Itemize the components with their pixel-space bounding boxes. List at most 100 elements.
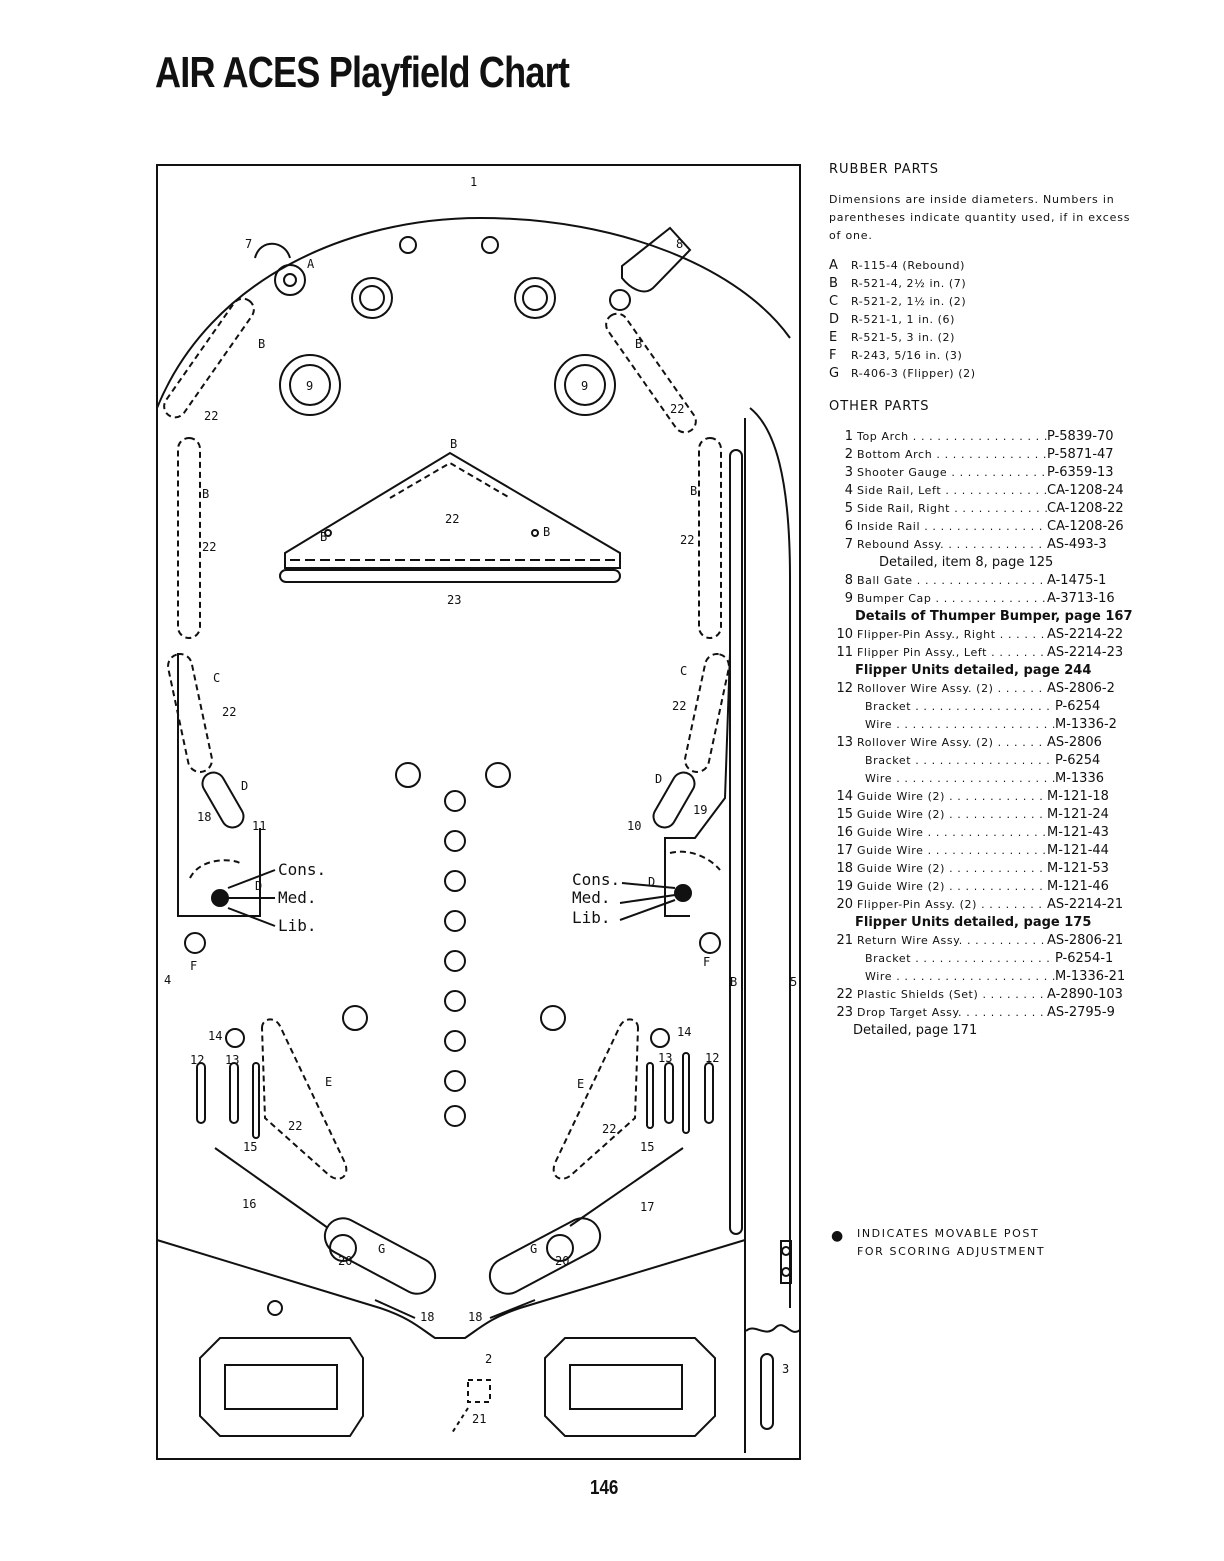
label-C: C — [680, 664, 687, 678]
part-name: Rollover Wire Assy. (2) — [857, 734, 1047, 752]
part-number: 14 — [836, 789, 853, 804]
label-20: 20 — [555, 1254, 569, 1268]
diagram-labels: 1 7 A 8 B B 9 9 22 22 B B B 22 B B 22 22… — [164, 175, 797, 1426]
part-number: 15 — [836, 807, 853, 822]
part-number: 3 — [844, 465, 853, 480]
part-code: M-1336 — [1055, 771, 1104, 786]
rubber-desc: R-406-3 (Flipper) (2) — [851, 367, 976, 380]
label-22: 22 — [222, 705, 236, 719]
lane-post-left — [225, 1028, 245, 1048]
label-20: 20 — [338, 1254, 352, 1268]
label-F: F — [190, 959, 197, 973]
label-17: 17 — [640, 1200, 654, 1214]
part-subrow: BracketP-6254 — [829, 752, 1169, 770]
gate-post — [781, 1246, 791, 1256]
part-number: 20 — [836, 897, 853, 912]
rebound-assy-inner — [283, 273, 297, 287]
part-code: A-3713-16 — [1047, 591, 1115, 606]
flipper-left — [323, 1217, 437, 1295]
drop-target-shield-dash — [389, 461, 511, 499]
part-name: Side Rail, Right — [857, 500, 1047, 518]
guide-wire-17 — [569, 1147, 684, 1227]
center-post — [444, 950, 466, 972]
label-2: 2 — [485, 1352, 492, 1366]
part-code: A-1475-1 — [1047, 573, 1107, 588]
left-adjust-post-arc — [189, 859, 241, 879]
cons-leader-left — [227, 869, 276, 889]
part-note: Flipper Units detailed, page 175 — [855, 915, 1092, 930]
part-name: Wire — [857, 968, 1055, 986]
part-number: 13 — [836, 735, 853, 750]
center-post — [444, 910, 466, 932]
rubber-parts-title: RUBBER PARTS — [829, 162, 939, 177]
rollover-12-left — [196, 1062, 206, 1124]
label-14: 14 — [677, 1025, 691, 1039]
part-code: M-121-53 — [1047, 861, 1109, 876]
lib-leader-left — [227, 907, 276, 927]
label-6: B — [730, 975, 737, 989]
label-12: 12 — [705, 1051, 719, 1065]
label-10: 10 — [627, 819, 641, 833]
triangle-post — [531, 529, 539, 537]
guide-wire-18-right — [489, 1299, 536, 1319]
ball-gate — [621, 226, 692, 293]
part-code: M-121-44 — [1047, 843, 1109, 858]
part-number: 1 — [844, 429, 853, 444]
part-code: AS-2806-2 — [1047, 681, 1115, 696]
rebound-bracket — [254, 242, 291, 259]
rollover-12-right — [704, 1062, 714, 1124]
part-code: M-121-43 — [1047, 825, 1109, 840]
slingshot-right — [552, 1018, 640, 1180]
part-number: 23 — [836, 1005, 853, 1020]
part-row: 13 Rollover Wire Assy. (2)AS-2806 — [829, 734, 1169, 752]
label-C: C — [213, 671, 220, 685]
part-name: Wire — [857, 716, 1055, 734]
label-16: 16 — [242, 1197, 256, 1211]
part-name: Guide Wire (2) — [857, 878, 1047, 896]
part-number: 18 — [836, 861, 853, 876]
label-15: 15 — [640, 1140, 654, 1154]
thumper-bumper-right-cap — [564, 364, 606, 406]
label-22: 22 — [680, 533, 694, 547]
ball-gate-post — [609, 289, 631, 311]
part-name: Wire — [857, 770, 1055, 788]
part-name: Return Wire Assy. — [857, 932, 1047, 950]
upper-right-lane — [605, 312, 697, 434]
label-22: 22 — [672, 699, 686, 713]
label-B: B — [202, 487, 209, 501]
label-E: E — [325, 1075, 332, 1089]
f-post-left — [184, 932, 206, 954]
label-9: 9 — [581, 379, 588, 393]
inlane-wire-right-2 — [646, 1062, 654, 1129]
center-post — [444, 990, 466, 1012]
part-number: 22 — [836, 987, 853, 1002]
center-post — [444, 1070, 466, 1092]
top-target-inner — [522, 285, 548, 311]
thumper-bumper-left-cap — [289, 364, 331, 406]
top-target — [514, 277, 556, 319]
part-name: Guide Wire — [857, 824, 1047, 842]
upper-left-lane — [163, 297, 255, 419]
lib-label-left: Lib. — [278, 916, 317, 935]
top-target-inner — [359, 285, 385, 311]
playfield-diagram: 1 7 A 8 B B 9 9 22 22 B B B 22 B B 22 22… — [156, 164, 801, 1460]
top-post — [399, 236, 417, 254]
cons-leader-right — [621, 882, 676, 889]
label-22: 22 — [202, 540, 216, 554]
label-3: 3 — [782, 1362, 789, 1376]
label-7: 7 — [245, 237, 252, 251]
top-target — [351, 277, 393, 319]
label-22: 22 — [602, 1122, 616, 1136]
label-D: D — [648, 875, 655, 889]
part-code: AS-2806 — [1047, 735, 1102, 750]
label-8: 8 — [676, 237, 683, 251]
label-23: 23 — [447, 593, 461, 607]
right-rail — [749, 407, 791, 1308]
